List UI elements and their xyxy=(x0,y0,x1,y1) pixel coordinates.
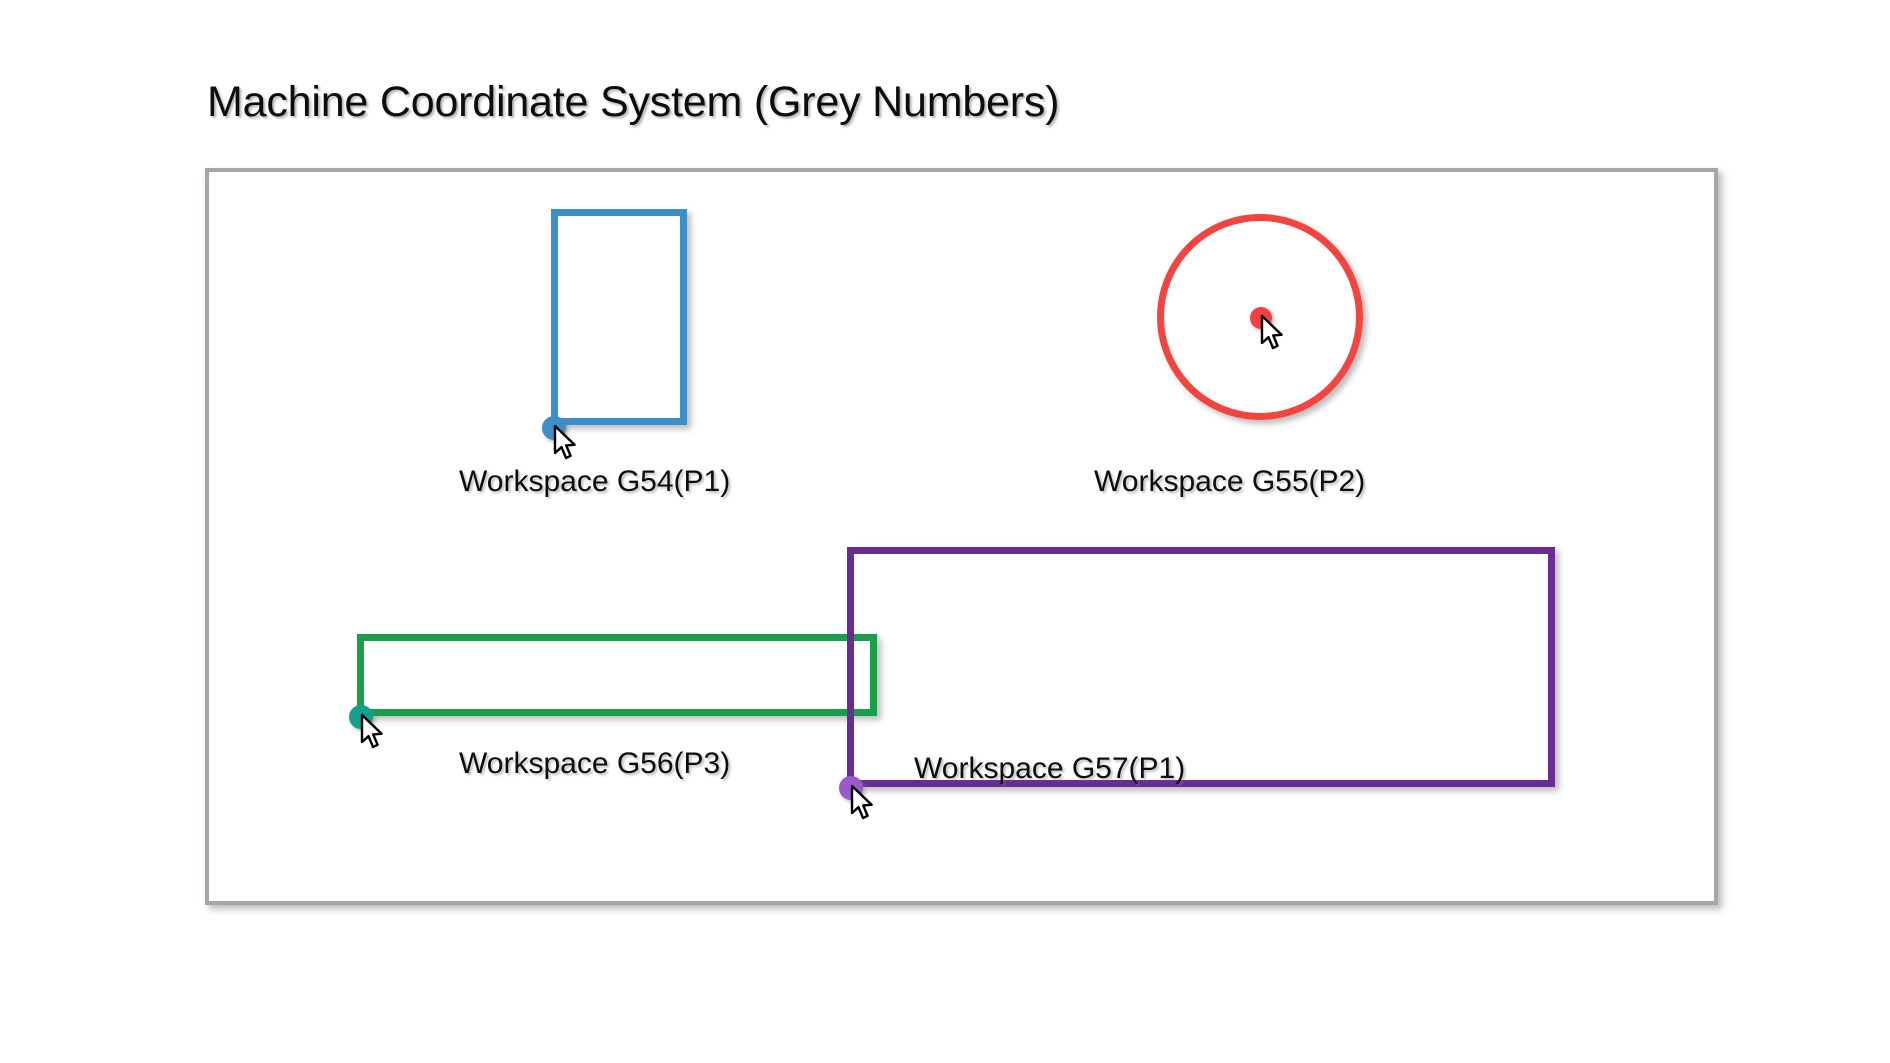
workspace-g54-shape[interactable] xyxy=(551,209,687,425)
workspace-g56-label: Workspace G56(P3) xyxy=(459,747,731,780)
workspace-g57-label: Workspace G57(P1) xyxy=(914,752,1186,785)
workspace-g57-shape[interactable] xyxy=(847,547,1555,787)
page-title: Machine Coordinate System (Grey Numbers) xyxy=(207,78,1060,126)
workspace-g57-origin-dot[interactable] xyxy=(839,776,863,800)
workspace-g55-label: Workspace G55(P2) xyxy=(1094,465,1366,498)
workspace-g56[interactable]: Workspace G56(P3) xyxy=(209,172,1714,901)
workspace-g55-shape[interactable] xyxy=(1157,214,1363,420)
machine-envelope: Workspace G54(P1) Workspace G55(P2) Work… xyxy=(205,168,1718,905)
workspace-g54-label: Workspace G54(P1) xyxy=(459,465,731,498)
workspace-g56-shape[interactable] xyxy=(357,634,877,716)
workspace-g57[interactable]: Workspace G57(P1) xyxy=(209,172,1714,901)
